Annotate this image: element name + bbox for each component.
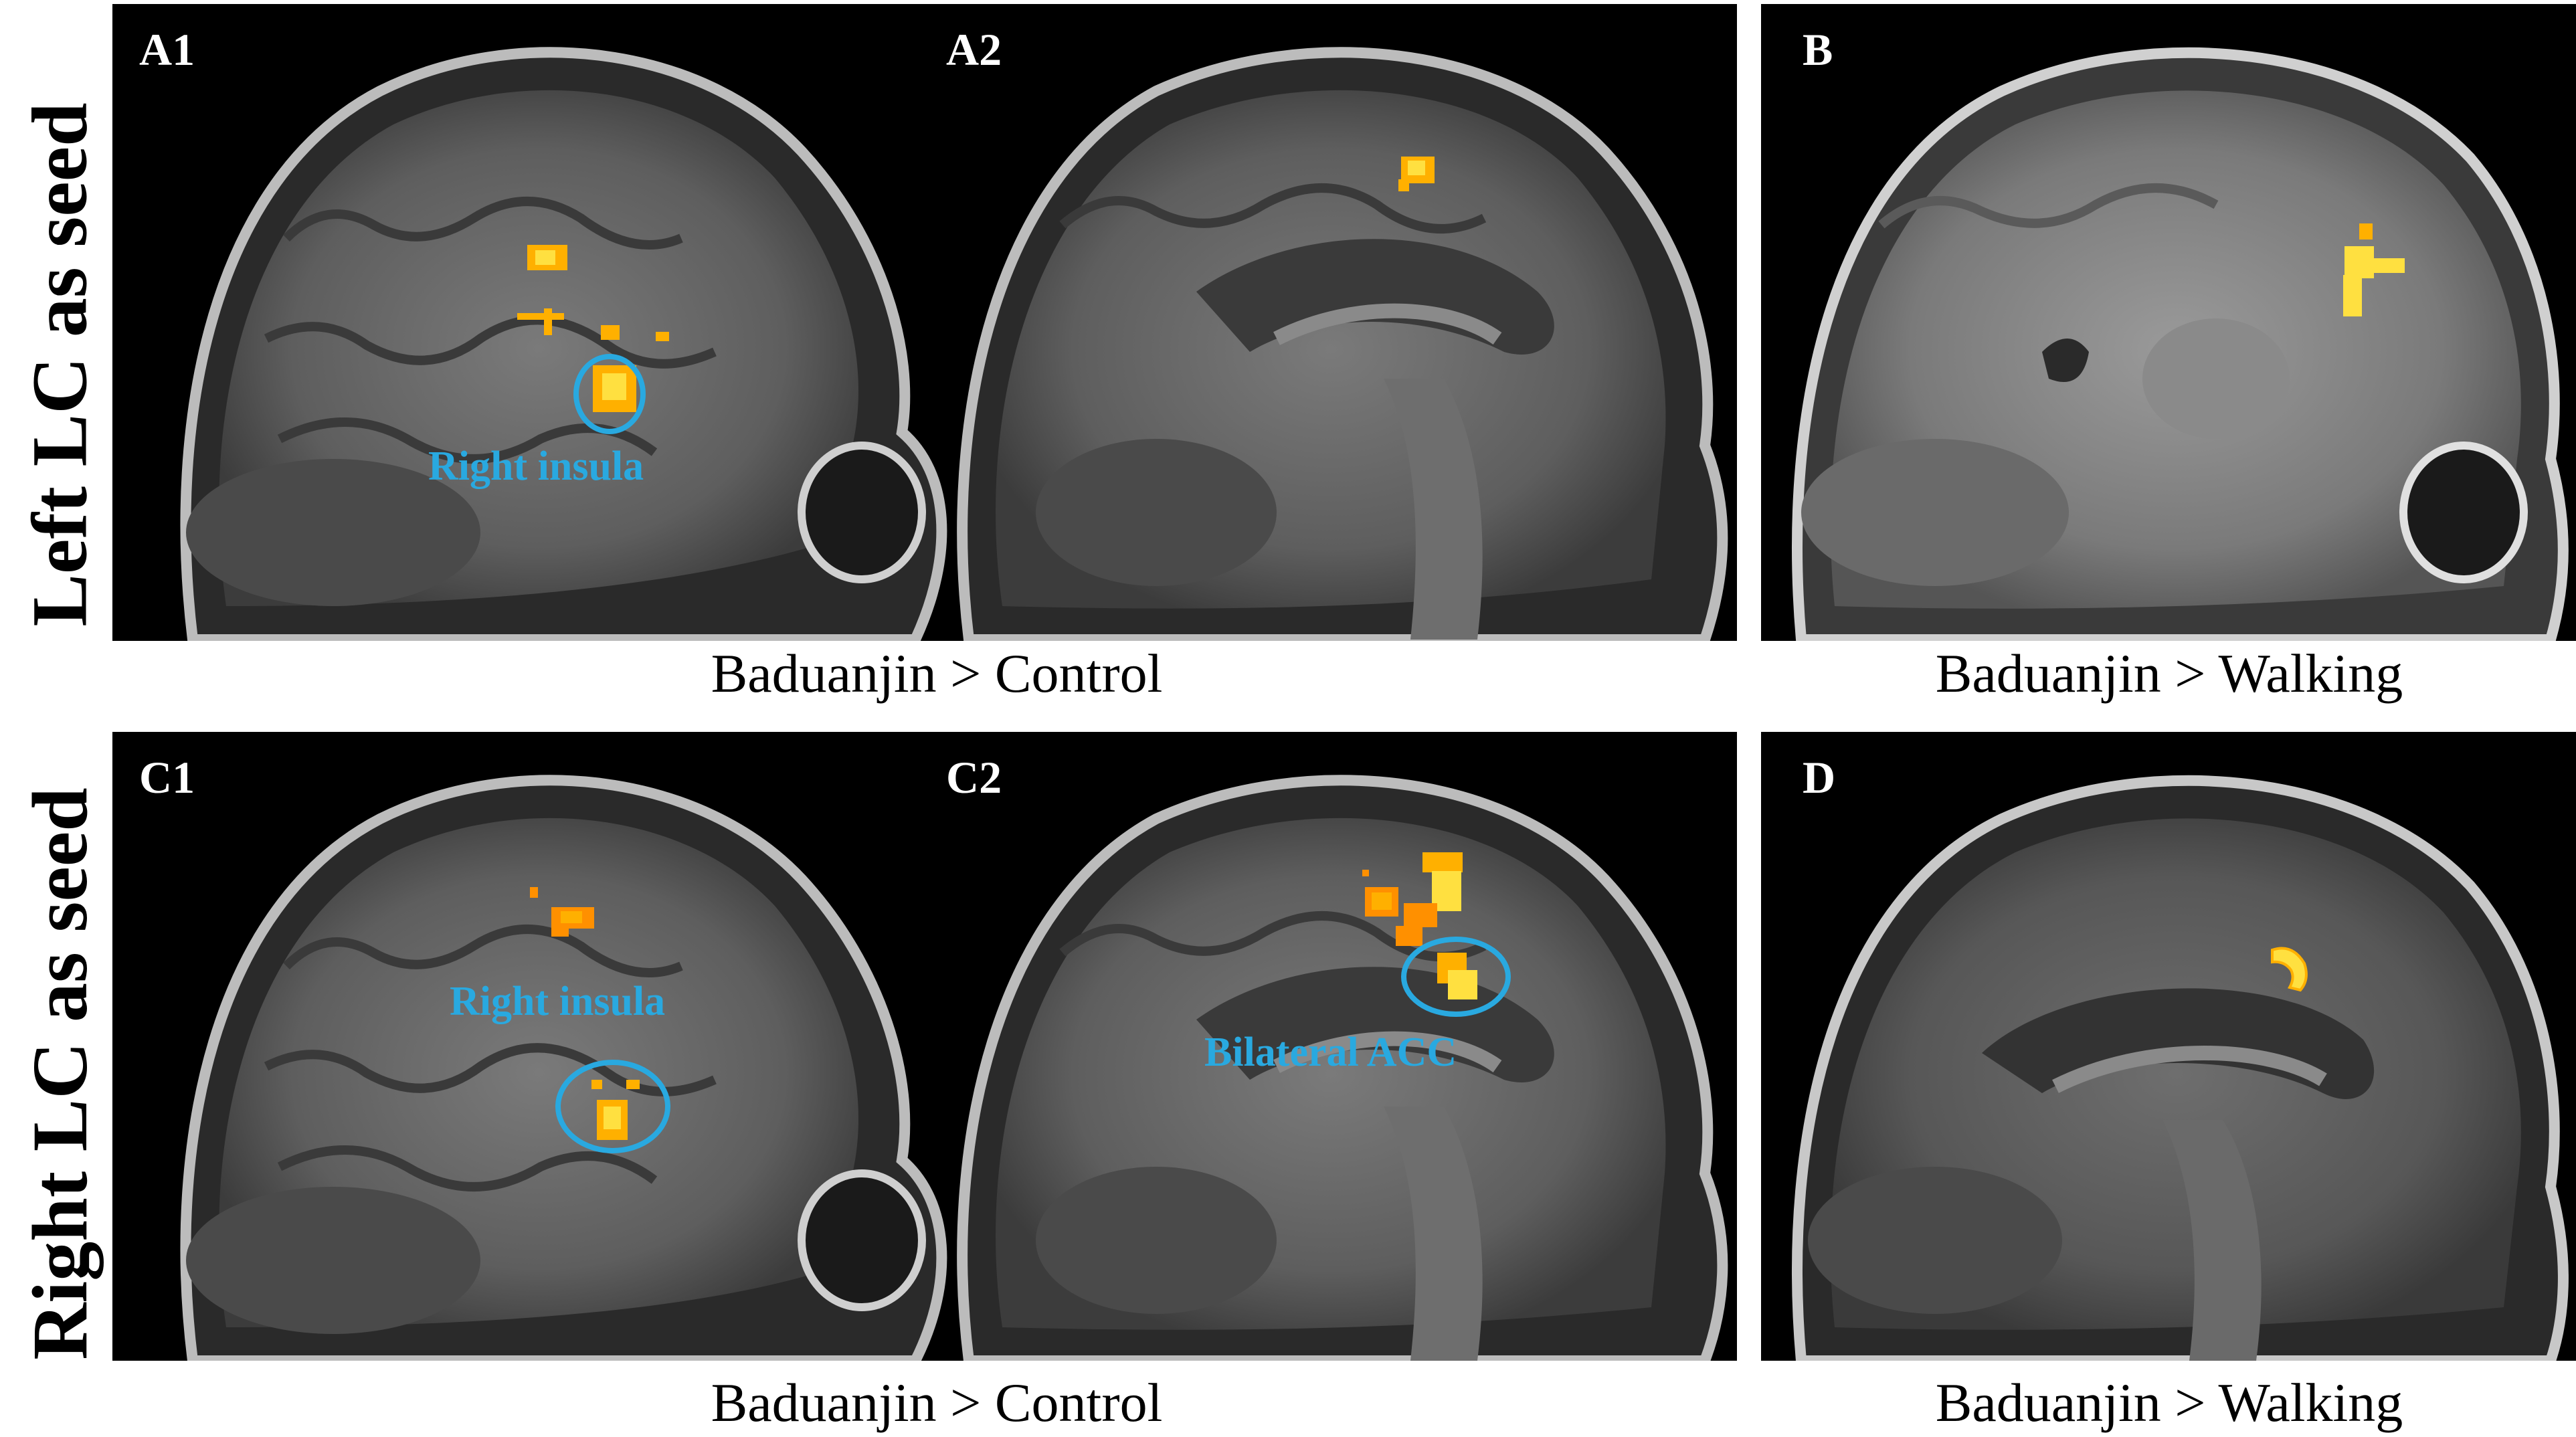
panel-b: B	[1761, 4, 2576, 641]
row-label-right-lc: Right LC as seed	[0, 729, 120, 1418]
row-label-left-lc: Left LC as seed	[0, 20, 120, 709]
row-label-right-lc-text: Right LC as seed	[16, 787, 104, 1360]
highlight-circle-c1	[555, 1060, 670, 1153]
brain-scan-image-d	[1792, 775, 2569, 1361]
panel-a: A1 A2 Right insula	[112, 4, 1737, 641]
annotation-bilateral-acc-c2: Bilateral ACC	[1204, 1030, 1457, 1075]
panel-letter-b: B	[1803, 24, 1833, 75]
highlight-circle-c2	[1401, 937, 1511, 1017]
annotation-right-insula-a1: Right insula	[428, 444, 644, 489]
highlight-circle-a1	[573, 354, 646, 434]
caption-baduanjin-walking-top: Baduanjin > Walking	[1935, 643, 2403, 704]
panel-letter-d: D	[1803, 752, 1836, 803]
brain-scan-image-c	[180, 775, 1728, 1361]
caption-baduanjin-control-top: Baduanjin > Control	[711, 643, 1163, 704]
caption-baduanjin-control-bottom: Baduanjin > Control	[711, 1372, 1163, 1433]
panel-letter-a2: A2	[946, 24, 1002, 75]
panel-letter-a1: A1	[139, 24, 195, 75]
panel-letter-c1: C1	[139, 752, 195, 803]
row-label-left-lc-text: Left LC as seed	[16, 102, 104, 627]
brain-scan-image-b	[1792, 47, 2569, 641]
brain-scan-image-a	[180, 47, 1728, 641]
panel-letter-c2: C2	[946, 752, 1002, 803]
annotation-right-insula-c1: Right insula	[450, 979, 666, 1024]
caption-baduanjin-walking-bottom: Baduanjin > Walking	[1935, 1372, 2403, 1433]
panel-d: D	[1761, 732, 2576, 1361]
panel-c: C1 C2 Right insula Bilateral ACC	[112, 732, 1737, 1361]
